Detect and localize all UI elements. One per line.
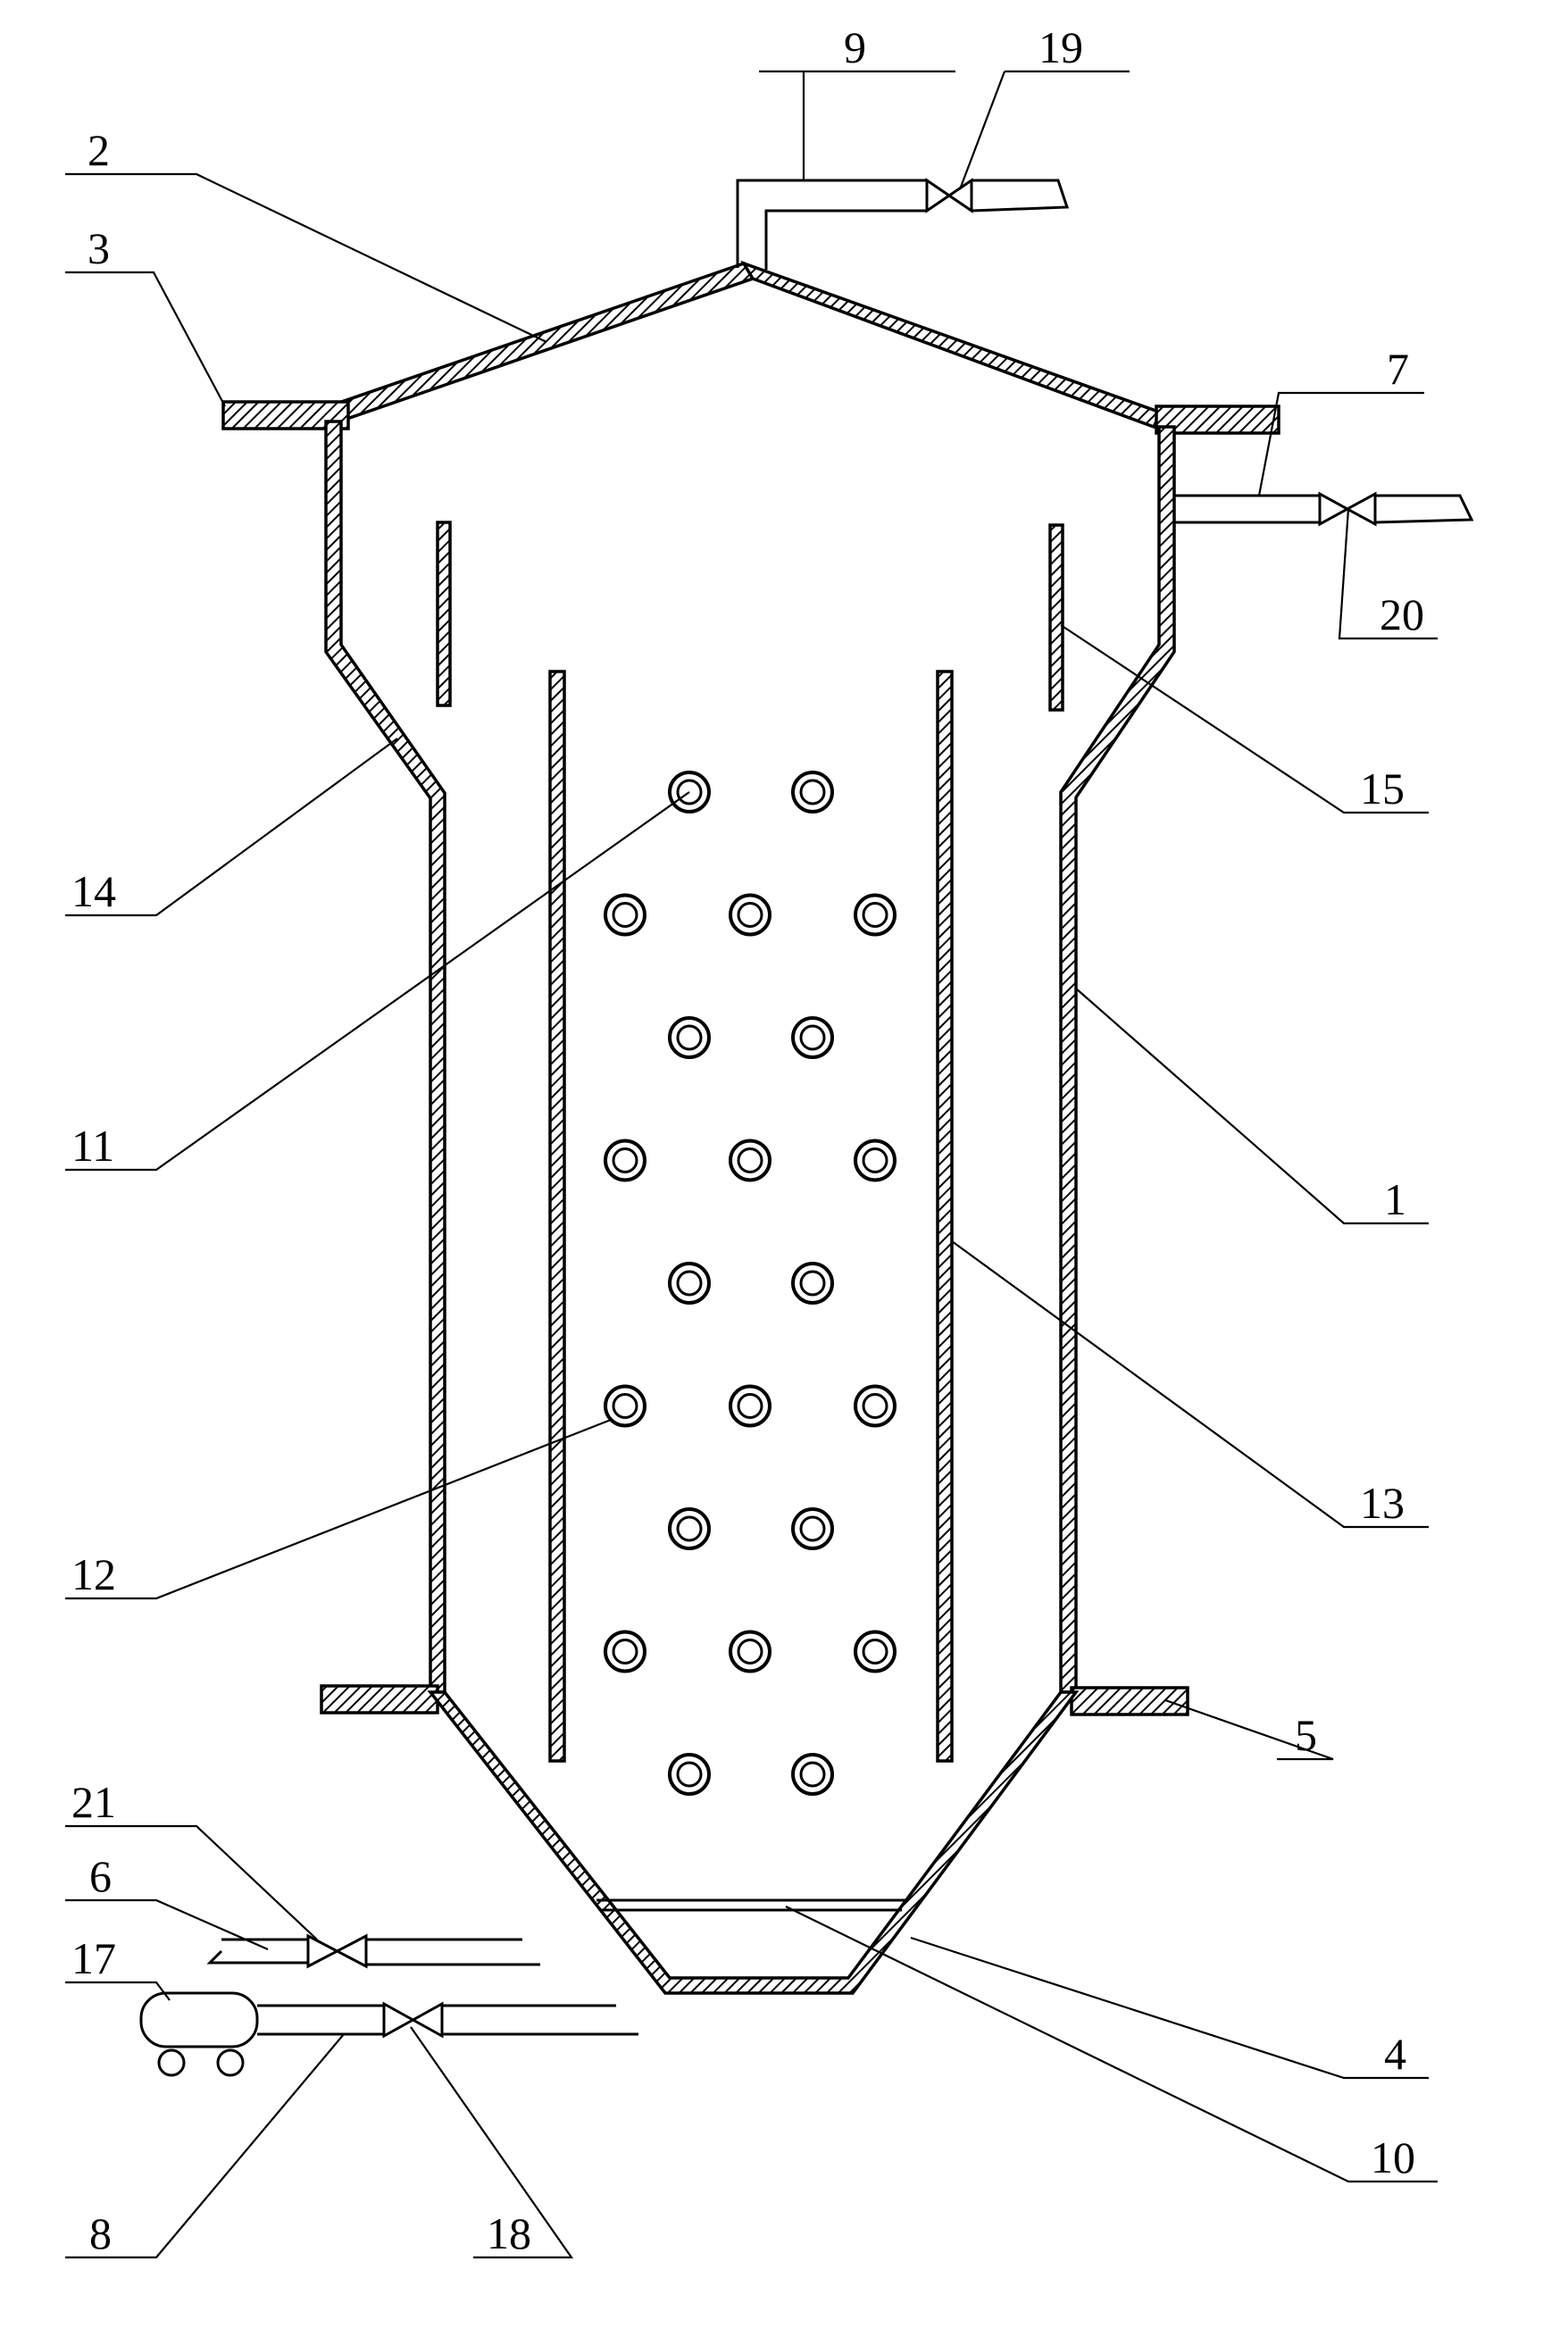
inner-baffle-left <box>548 670 566 1763</box>
label-3: 3 <box>88 223 110 273</box>
label-5: 5 <box>1295 1710 1317 1760</box>
label-21: 21 <box>71 1777 116 1827</box>
tube-2-1 <box>791 1016 834 1059</box>
label-10: 10 <box>1371 2132 1415 2182</box>
tube-bore-4-1 <box>799 1270 826 1297</box>
label-2: 2 <box>88 125 110 175</box>
label-19: 19 <box>1038 22 1083 72</box>
label-18: 18 <box>487 2208 531 2258</box>
tube-6-0 <box>668 1507 711 1550</box>
label-13: 13 <box>1360 1478 1405 1528</box>
tube-4-1 <box>791 1262 834 1305</box>
tube-8-1 <box>791 1753 834 1796</box>
label-6: 6 <box>89 1851 112 1901</box>
compressor-wheel-right <box>216 2048 245 2077</box>
valve-21-icon <box>306 1933 368 1969</box>
tube-2-0 <box>668 1016 711 1059</box>
upper-baffle-right <box>1048 523 1064 712</box>
tube-8-0 <box>668 1753 711 1796</box>
gas-outlet-tail <box>971 179 1070 213</box>
top-cover-right <box>740 260 1163 430</box>
tube-bore-0-1 <box>799 779 826 805</box>
bottom-flange-left <box>320 1684 439 1714</box>
tube-0-1 <box>791 771 834 813</box>
tube-1-2 <box>854 893 897 937</box>
tube-bore-6-1 <box>799 1515 826 1542</box>
tube-bore-1-1 <box>737 902 763 928</box>
label-17: 17 <box>71 1933 116 1983</box>
label-20: 20 <box>1380 589 1424 639</box>
label-12: 12 <box>71 1549 116 1599</box>
tube-3-0 <box>604 1139 646 1182</box>
tube-bore-7-0 <box>612 1639 638 1664</box>
tube-4-0 <box>668 1262 711 1305</box>
tube-0-0 <box>668 771 711 813</box>
valve-19-icon <box>925 178 973 213</box>
gas-outlet-pipe <box>736 179 927 268</box>
tube-1-1 <box>729 893 771 937</box>
tube-bore-7-2 <box>862 1639 888 1664</box>
tube-bore-6-0 <box>676 1515 703 1542</box>
top-flange-right <box>1155 405 1280 435</box>
top-cover <box>326 261 755 424</box>
side-outlet-tail <box>1374 494 1474 524</box>
top-flange-left <box>221 400 350 430</box>
compressor-wheel-left <box>157 2048 186 2077</box>
tube-bore-1-2 <box>862 902 888 928</box>
tube-bore-5-0 <box>612 1393 638 1419</box>
tube-bore-8-0 <box>676 1761 703 1788</box>
tube-bore-3-2 <box>862 1147 888 1173</box>
label-1: 1 <box>1384 1174 1406 1224</box>
gas-outlet-pipe-inner <box>764 209 927 270</box>
tube-bore-3-0 <box>612 1147 638 1173</box>
upper-wall-left <box>324 420 446 1694</box>
tube-bore-5-2 <box>862 1393 888 1419</box>
tube-6-1 <box>791 1507 834 1550</box>
upper-baffle-left <box>436 521 452 707</box>
tube-7-2 <box>854 1630 897 1673</box>
label-8: 8 <box>89 2208 112 2258</box>
tube-1-0 <box>604 893 646 937</box>
tube-7-0 <box>604 1630 646 1673</box>
inner-baffle-right <box>936 670 954 1763</box>
tube-bore-2-1 <box>799 1024 826 1051</box>
tube-bore-2-0 <box>676 1024 703 1051</box>
tube-3-1 <box>729 1139 771 1182</box>
compressor-17-icon <box>139 1991 259 2048</box>
tube-bore-1-0 <box>612 902 638 928</box>
heat-exchange-tubes <box>604 771 897 1796</box>
label-11: 11 <box>71 1121 114 1171</box>
tube-bore-4-0 <box>676 1270 703 1297</box>
valve-20-icon <box>1318 491 1377 527</box>
label-15: 15 <box>1360 763 1405 813</box>
drain-pipe-tail <box>206 1949 308 1965</box>
label-4: 4 <box>1384 2029 1406 2079</box>
tube-bore-3-1 <box>737 1147 763 1173</box>
leader-lines <box>65 70 1438 2259</box>
bottom-cone <box>427 1690 1080 1995</box>
tube-5-1 <box>729 1384 771 1428</box>
tube-bore-0-0 <box>676 779 703 805</box>
tube-5-2 <box>854 1384 897 1428</box>
tube-bore-7-1 <box>737 1639 763 1664</box>
label-14: 14 <box>71 866 116 916</box>
label-7: 7 <box>1387 344 1409 394</box>
valve-18-icon <box>382 2001 444 2039</box>
tube-bore-5-1 <box>737 1393 763 1419</box>
tube-3-2 <box>854 1139 897 1182</box>
tube-5-0 <box>604 1384 646 1428</box>
tube-7-1 <box>729 1630 771 1673</box>
tube-bore-8-1 <box>799 1761 826 1788</box>
label-9: 9 <box>844 22 866 72</box>
